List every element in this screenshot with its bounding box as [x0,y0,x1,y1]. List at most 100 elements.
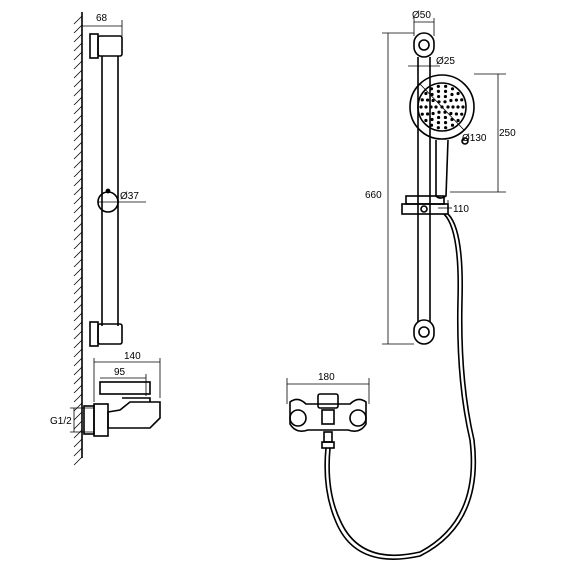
dim-label-thread: G1/2 [50,416,72,427]
dim-rail-offset: 68 [81,13,123,36]
nozzle-dot [443,115,447,120]
nozzle-dot [437,115,441,120]
bottom-wall-bracket [89,321,123,347]
slide-rail-side [101,56,119,326]
nozzle-dot [420,112,424,116]
hatch-line [73,132,83,142]
nozzle-dot [424,118,428,123]
nozzle-dot [425,112,430,116]
hatch-line [73,393,83,403]
hatch-line [73,42,83,52]
dim-label-mixer-width: 180 [318,372,335,383]
nozzle-dot [434,105,438,109]
nozzle-dot [443,100,447,104]
hatch-line [73,51,83,61]
dim-label-top-holder-diameter: Ø50 [412,10,431,21]
dim-total-height: 660 [365,32,414,345]
hatch-line [73,411,83,421]
hatch-line [73,186,83,196]
nozzle-dot [436,89,441,93]
hatch-line [73,15,83,25]
hatch-line [73,366,83,376]
hatch-line [73,150,83,160]
dim-label-head-diameter: Ø130 [462,133,487,144]
nozzle-dot [424,105,428,109]
mixer-side [83,381,161,437]
nozzle-dot [450,123,455,127]
hatch-line [73,141,83,151]
dim-top-holder-diameter: Ø50 [412,10,435,36]
hatch-line [73,402,83,412]
hatch-line [73,276,83,286]
nozzle-dot [456,105,460,109]
hatch-line [73,24,83,34]
nozzle-dot [424,91,428,96]
nozzle-dot [460,98,464,102]
nozzle-dot [449,98,453,103]
hatch-line [73,231,83,241]
dim-label-holder-diameter: Ø37 [120,191,139,202]
hatch-line [73,384,83,394]
hatch-line [73,375,83,385]
nozzle-dot [450,92,454,97]
hatch-line [73,348,83,358]
shower-nozzles [419,84,465,130]
hand-shower [409,74,475,199]
nozzle-dot [451,105,455,109]
nozzle-dot [437,110,441,114]
dim-label-mixer-total: 140 [124,351,141,362]
nozzle-dot [461,105,465,109]
hatch-line [73,78,83,88]
bottom-holder-front [413,319,435,345]
hatch-line [73,177,83,187]
hatch-line [73,240,83,250]
hatch-line [73,447,83,457]
hatch-line [73,303,83,313]
hatch-line [73,330,83,340]
nozzle-dot [430,117,434,122]
hatch-line [73,87,83,97]
wall [73,12,83,466]
nozzle-dot [419,105,423,109]
dim-head-height: 250 [450,73,516,193]
hatch-line [73,213,83,223]
dim-thread: G1/2 [50,407,94,433]
hatch-line [73,105,83,115]
nozzle-dot [443,94,447,99]
hatch-line [73,429,83,439]
hatch-line [73,114,83,124]
hatch-line [73,285,83,295]
left-side-view: 68 Ø37 140 95 G1/2 [50,12,161,466]
hatch-line [73,294,83,304]
nozzle-dot [444,126,448,130]
hatch-line [73,267,83,277]
hatch-line [73,456,83,466]
nozzle-dot [456,91,460,96]
dim-mixer-width: 180 [286,372,370,404]
hatch-line [73,96,83,106]
nozzle-dot [431,98,435,103]
nozzle-dot [443,121,448,125]
nozzle-dot [420,98,424,102]
hatch-line [73,357,83,367]
nozzle-dot [436,84,440,88]
nozzle-dot [431,111,435,116]
dim-head-diameter: Ø130 [419,83,487,144]
hatch-line [73,159,83,169]
hatch-line [73,312,83,322]
nozzle-dot [425,98,430,102]
dim-slider-offset: 110 [438,200,469,215]
dim-label-head-height: 250 [499,128,516,139]
hatch-line [73,222,83,232]
dim-label-rail-offset: 68 [96,13,108,24]
nozzle-dot [429,105,433,109]
hatch-line [73,69,83,79]
dim-label-mixer-body: 95 [114,367,126,378]
hatch-line [73,258,83,268]
nozzle-dot [436,121,441,125]
nozzle-dot [429,87,434,91]
nozzle-dot [436,126,440,130]
dim-mixer-total: 140 [93,351,161,402]
